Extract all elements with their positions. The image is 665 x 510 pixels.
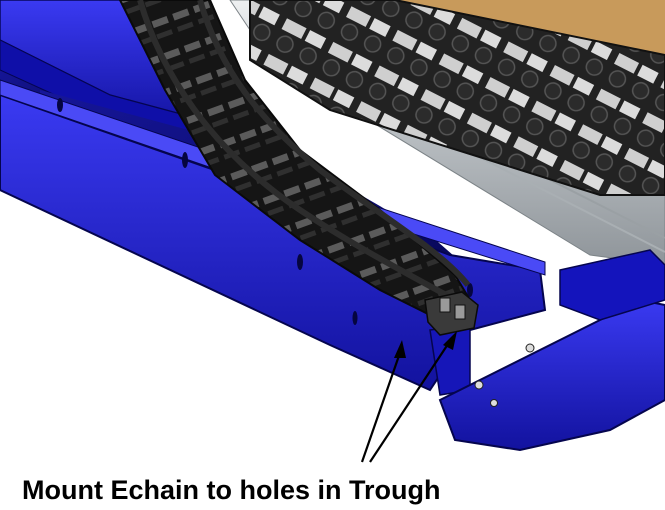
mounting-bolts — [451, 318, 535, 407]
echain-upper-run — [249, 0, 665, 196]
figure-caption: Mount Echain to holes in Trough — [22, 475, 441, 505]
pointer-arrow-icon — [360, 331, 457, 463]
mounting-bracket-icon — [424, 291, 479, 336]
wood-table-surface — [350, 0, 665, 92]
frame-right-leg — [559, 249, 665, 321]
trough-slots — [57, 98, 473, 325]
